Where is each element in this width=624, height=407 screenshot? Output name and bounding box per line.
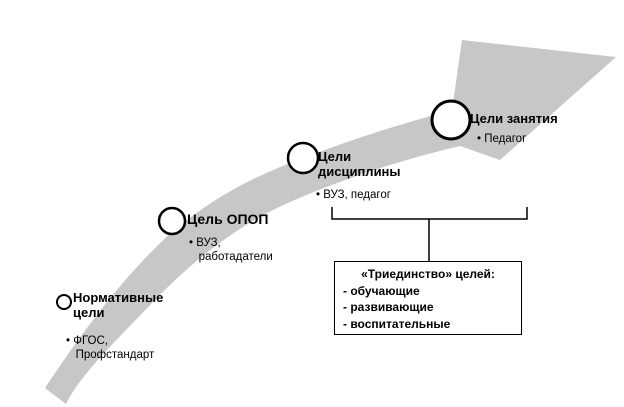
milestone-circle-2	[157, 206, 187, 236]
milestone-circle-4	[430, 99, 472, 141]
callout-box: «Триединство» целей: - обучающие - разви…	[334, 261, 522, 335]
milestone-sublabel-opop-goal: • ВУЗ, работадатели	[189, 237, 273, 263]
milestone-sublabel-discipline-goals: • ВУЗ, педагог	[316, 189, 391, 201]
milestone-circle-1	[56, 294, 72, 310]
milestone-label-lesson-goals: Цели занятия	[470, 111, 558, 126]
milestone-circle-3	[286, 141, 320, 175]
milestone-label-opop-goal: Цель ОПОП	[187, 211, 269, 227]
callout-item-educational: - воспитательные	[343, 316, 451, 331]
callout-item-developing: - развивающие	[343, 300, 434, 315]
bracket	[331, 207, 528, 220]
callout-item-teaching: - обучающие	[343, 284, 420, 299]
milestone-label-normative-goals: Нормативные цели	[73, 290, 164, 320]
milestone-label-discipline-goals: Цели дисциплины	[318, 149, 401, 179]
callout-title: «Триединство» целей:	[361, 267, 495, 281]
growth-arrow	[45, 40, 616, 404]
milestone-sublabel-normative-goals: • ФГОС, Профстандарт	[66, 335, 155, 361]
milestone-sublabel-lesson-goals: • Педагог	[477, 133, 527, 145]
